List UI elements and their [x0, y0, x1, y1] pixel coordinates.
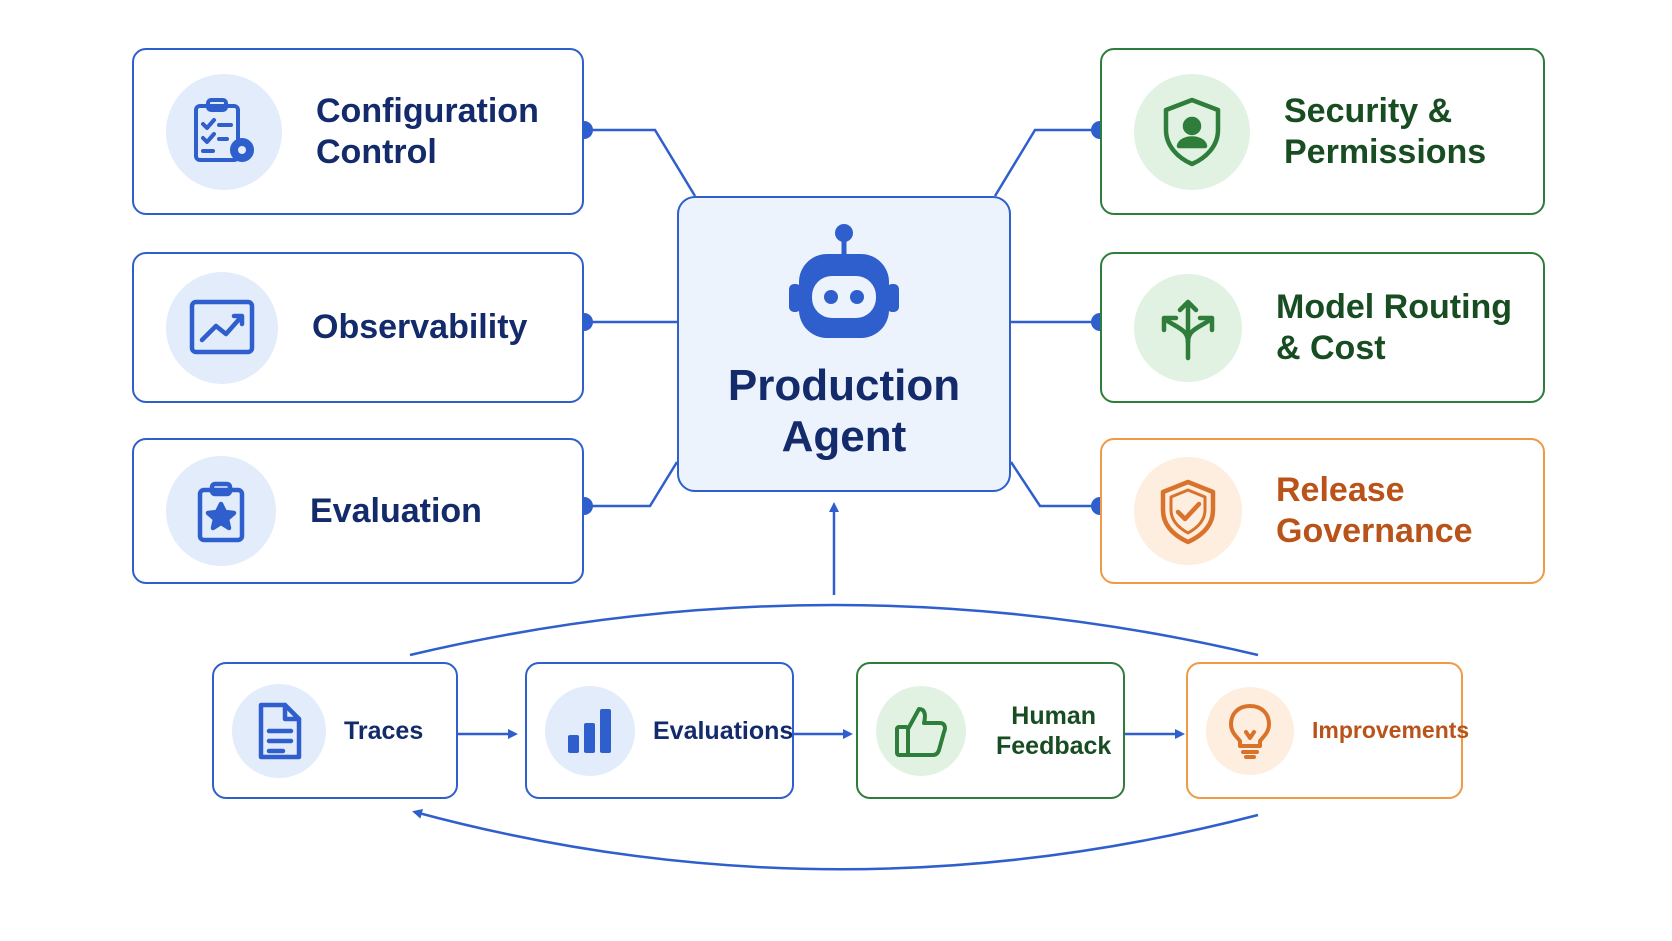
bar-chart-icon — [545, 685, 635, 776]
shield-user-icon — [1134, 73, 1250, 190]
step-human-feedback: Human Feedback — [856, 662, 1125, 799]
step-improvements: Improvements — [1186, 662, 1469, 799]
step-traces: Traces — [212, 662, 458, 799]
step-label: Traces — [344, 716, 424, 745]
card-label: Configuration Control — [316, 91, 539, 171]
connector-configuration — [584, 128, 697, 197]
card-label: Evaluation — [310, 491, 482, 530]
robot-icon — [779, 222, 909, 347]
routing-arrows-icon — [1134, 273, 1242, 382]
agent-title: Production Agent — [727, 361, 961, 461]
card-label: Observability — [312, 308, 528, 347]
card-release-governance: Release Governance — [1100, 438, 1545, 584]
connector-security — [993, 128, 1100, 197]
connector-release — [1009, 461, 1100, 508]
lightbulb-icon — [1206, 686, 1294, 775]
production-agent-card: Production Agent — [677, 196, 1011, 492]
clipboard-star-icon — [166, 456, 276, 566]
card-evaluation: Evaluation — [132, 438, 584, 584]
step-label: Evaluations — [653, 716, 794, 745]
step-evaluations: Evaluations — [525, 662, 794, 799]
card-label: Release Governance — [1276, 471, 1473, 550]
trend-chart-icon — [166, 271, 278, 384]
thumbs-up-icon — [876, 685, 966, 776]
card-security-permissions: Security & Permissions — [1100, 48, 1545, 215]
step-label: Human Feedback — [996, 701, 1112, 760]
card-configuration-control: Configuration Control — [132, 48, 584, 215]
shield-check-icon — [1134, 457, 1242, 565]
card-observability: Observability — [132, 252, 584, 403]
clipboard-gear-icon — [166, 73, 282, 190]
feedback-loop-bottom-arc — [412, 808, 1259, 871]
connector-evaluation — [584, 461, 679, 508]
card-model-routing-cost: Model Routing & Cost — [1100, 252, 1545, 403]
card-label: Security & Permissions — [1284, 91, 1487, 171]
step-label: Improvements — [1312, 716, 1470, 743]
card-label: Model Routing & Cost — [1276, 287, 1513, 367]
feedback-loop-top-arc — [409, 603, 1259, 657]
document-icon — [232, 683, 326, 778]
